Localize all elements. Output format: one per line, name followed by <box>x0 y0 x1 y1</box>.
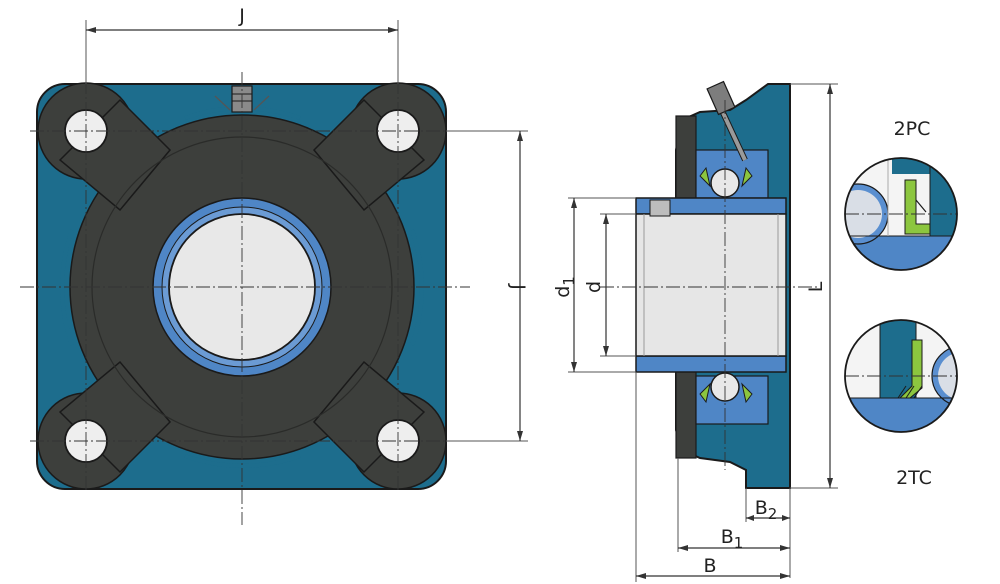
detail-2tc: 2TC <box>844 319 958 489</box>
grease-nipple-side-icon <box>706 80 748 162</box>
dim-j-right: J <box>507 283 529 290</box>
front-view: J J <box>20 5 529 525</box>
dim-b1: B1 <box>721 526 744 552</box>
detail-label-2pc: 2PC <box>894 118 931 140</box>
dim-d: d <box>583 281 605 293</box>
detail-2pc: 2PC <box>844 118 958 271</box>
dim-l: L <box>805 281 827 292</box>
bore-side <box>635 213 787 357</box>
dim-b2: B2 <box>755 497 778 523</box>
dim-d1: d1 <box>552 276 578 298</box>
detail-label-2tc: 2TC <box>896 467 932 489</box>
dim-b: B <box>703 555 716 577</box>
dim-j-top: J <box>238 5 245 27</box>
side-view: d1 d L B2 B1 B <box>552 80 838 582</box>
